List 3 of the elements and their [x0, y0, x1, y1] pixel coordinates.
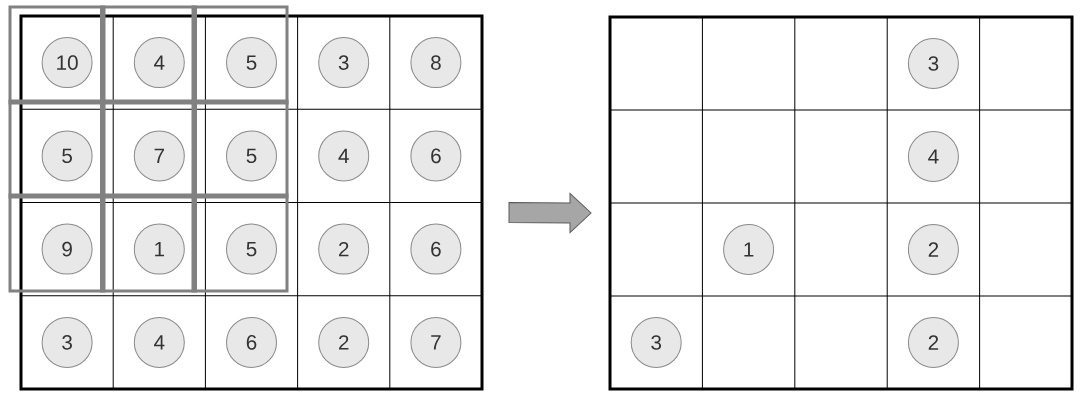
grid — [608, 15, 1074, 391]
grid — [19, 14, 484, 391]
block-arrow — [508, 193, 592, 233]
